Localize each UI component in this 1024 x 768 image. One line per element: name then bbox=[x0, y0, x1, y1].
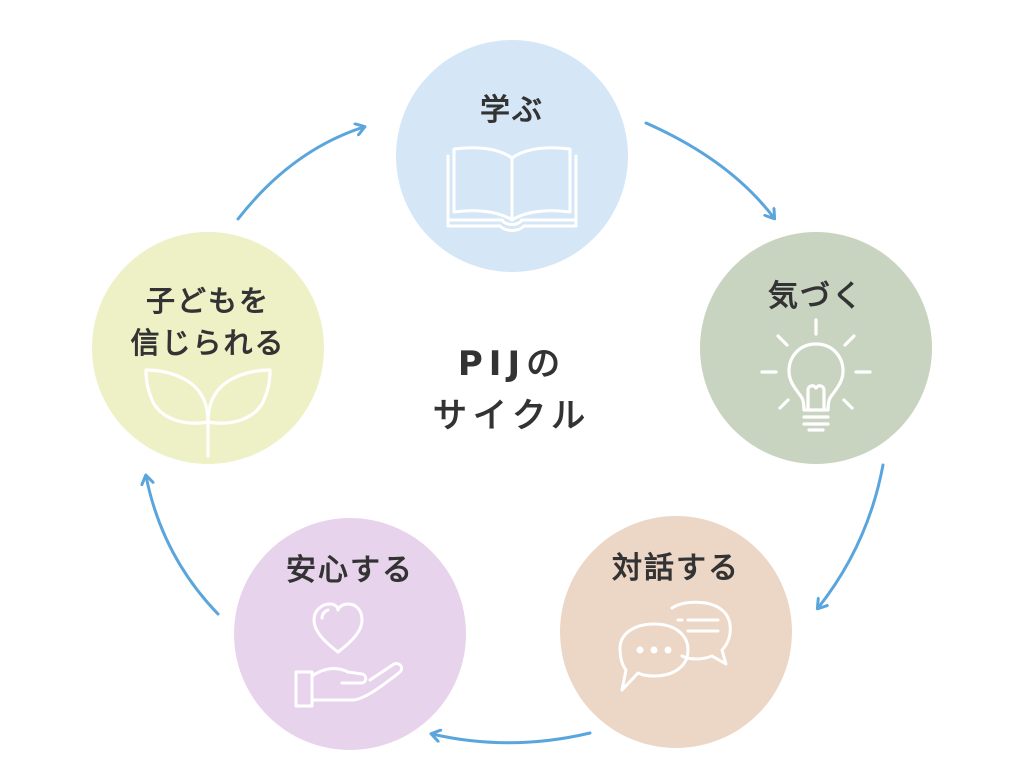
sprout-icon bbox=[144, 368, 272, 458]
node-dialog: 対話する bbox=[560, 516, 792, 748]
center-title: PIJの サイクル bbox=[432, 344, 592, 436]
arrow-notice-to-dialog bbox=[818, 463, 885, 608]
node-believe: 子どもを 信じられる bbox=[92, 232, 324, 464]
book-icon bbox=[446, 146, 578, 232]
node-believe-label: 子どもを 信じられる bbox=[130, 284, 286, 360]
node-dialog-label: 対話する bbox=[612, 551, 740, 586]
node-notice: 気づく bbox=[700, 232, 932, 464]
node-safe-label: 安心する bbox=[286, 553, 414, 588]
arrow-safe-to-believe bbox=[146, 476, 220, 616]
arrow-learn-to-notice bbox=[644, 121, 774, 218]
node-notice-label: 気づく bbox=[768, 279, 864, 314]
lightbulb-icon bbox=[760, 318, 872, 432]
arrow-believe-to-learn bbox=[236, 127, 364, 221]
node-learn: 学ぶ bbox=[396, 40, 628, 272]
heart-hand-icon bbox=[294, 602, 404, 708]
arrow-dialog-to-safe bbox=[432, 733, 592, 745]
chat-icon bbox=[618, 600, 732, 692]
node-learn-label: 学ぶ bbox=[480, 93, 544, 128]
node-safe: 安心する bbox=[234, 518, 466, 750]
